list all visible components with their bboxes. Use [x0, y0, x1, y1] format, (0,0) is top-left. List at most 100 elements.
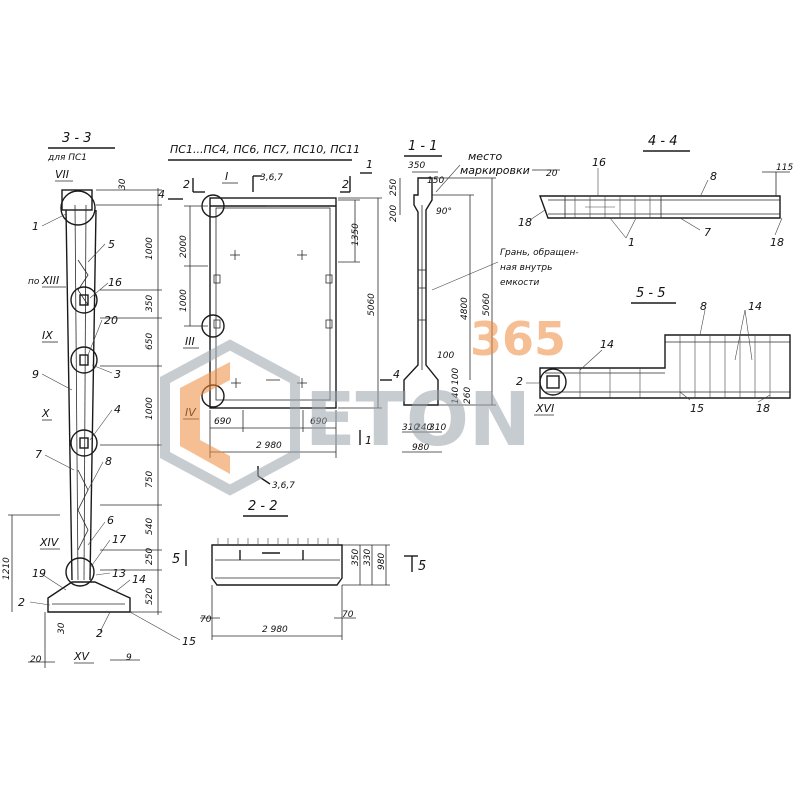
- dim: 5060: [367, 293, 377, 316]
- callout: 2: [96, 627, 103, 640]
- section-3-3: 3 - 3 для ПС1 VII по XIII IX X: [2, 131, 196, 668]
- cage: [564, 195, 662, 219]
- dim: 520: [145, 588, 155, 605]
- dim: 100: [451, 368, 461, 385]
- watermark-hexagon: [160, 339, 300, 496]
- projecting-bars: [217, 538, 339, 545]
- dim: 650: [145, 333, 155, 350]
- callout: 7: [704, 226, 711, 239]
- roman-VII: VII: [55, 168, 69, 181]
- callout: 8: [105, 455, 112, 468]
- note-mesto: место: [468, 150, 503, 163]
- section-2-2-title: 2 - 2: [248, 499, 278, 514]
- dim: 980: [377, 553, 387, 570]
- cut-mark: 1: [365, 434, 372, 447]
- dim: 350: [351, 549, 361, 566]
- watermark-number: 365: [470, 312, 566, 366]
- dim: 100: [437, 351, 454, 361]
- callout: 20: [104, 314, 118, 327]
- dim: 980: [412, 443, 429, 453]
- watermark-logo: 365 ETON: [160, 312, 566, 496]
- leader-lines: [529, 168, 783, 239]
- callout: 17: [112, 533, 126, 546]
- wall-profile: [403, 177, 439, 406]
- dim: 330: [363, 549, 373, 566]
- callout: 13: [112, 567, 126, 580]
- cage-bars: [574, 196, 651, 218]
- dim: 20: [30, 655, 42, 665]
- callout: 6: [107, 514, 114, 527]
- wall-base: [47, 581, 131, 613]
- dim: 310: [402, 423, 419, 433]
- callout: 1: [628, 236, 635, 249]
- section-2-2: 2 - 2 5 5 350 330: [172, 499, 426, 640]
- dim: 350: [145, 295, 155, 312]
- callout: 9: [32, 368, 39, 381]
- cut-mark: 5: [172, 552, 180, 567]
- dim: 260: [463, 387, 473, 404]
- rebar-verticals: [579, 335, 771, 398]
- label-po: по: [28, 277, 40, 287]
- dim: 30: [118, 178, 128, 190]
- callout: 16: [108, 276, 122, 289]
- joint-marker: [79, 437, 89, 449]
- dim: 750: [145, 471, 155, 488]
- note-face-3: емкости: [500, 278, 539, 288]
- dim-chain-bottom: [200, 585, 356, 640]
- roman-IX: IX: [42, 329, 53, 342]
- dim: 150: [427, 176, 444, 186]
- callout: 1: [32, 220, 39, 233]
- callout: 14: [600, 338, 614, 351]
- detail-circle-IX: [70, 346, 98, 374]
- detail-circle-XVI: [539, 368, 567, 396]
- dim: 70: [200, 615, 212, 625]
- zigzag-rebar: [77, 259, 89, 306]
- callout: 14: [748, 300, 762, 313]
- dim: 690: [214, 417, 231, 427]
- cut-mark: 2: [183, 178, 190, 191]
- rebar-line: [74, 204, 79, 581]
- dim: 9: [126, 653, 132, 663]
- wall-right-edge: [89, 209, 97, 581]
- wall-left-edge: [65, 209, 73, 581]
- cut-mark: 4: [393, 368, 400, 381]
- cut-mark: 1: [366, 158, 373, 171]
- callout: 5: [108, 238, 115, 251]
- roman-XIII: XIII: [41, 274, 59, 287]
- detail-circle-XIV: [65, 557, 95, 587]
- section-5-5: 5 - 5 8 14 14 2 15 18 XV: [516, 286, 791, 416]
- note-face-1: Грань, обращен-: [500, 248, 579, 258]
- roman-XVI: XVI: [535, 402, 554, 415]
- roman-X: X: [41, 407, 50, 420]
- dim: 2000: [179, 235, 189, 258]
- section-3-3-title: 3 - 3: [62, 131, 92, 146]
- dim: 140: [451, 387, 461, 404]
- dim-chain-right: [432, 177, 496, 406]
- dim: 310: [429, 423, 446, 433]
- beam-outline: [211, 544, 343, 586]
- callout: 18: [756, 402, 770, 415]
- dim: 5060: [482, 293, 492, 316]
- callout: 15: [182, 635, 196, 648]
- wall-top-cap: [61, 189, 93, 211]
- cut-mark: 4: [158, 188, 165, 201]
- callout: 3: [114, 368, 121, 381]
- cut-mark: 3,6,7: [272, 481, 295, 491]
- callout: 8: [710, 170, 717, 183]
- roman-I: I: [225, 170, 228, 183]
- beam-outline: [539, 195, 781, 219]
- callout: 14: [132, 573, 146, 586]
- callout: 8: [700, 300, 707, 313]
- section-5-5-title: 5 - 5: [636, 286, 666, 301]
- joint-marker: [79, 294, 89, 306]
- leader-lines: [29, 213, 181, 641]
- section-1-1: 1 - 1 350 150 200 250 90° место маркиров…: [389, 139, 579, 453]
- dim: 250: [145, 548, 155, 565]
- detail-circle-X: [70, 429, 98, 457]
- angle: 90°: [436, 207, 452, 217]
- roman-XIV: XIV: [39, 536, 60, 549]
- callout: 16: [592, 156, 606, 169]
- note-face-2: ная внутрь: [500, 263, 552, 273]
- dim-chain-right: [338, 197, 382, 409]
